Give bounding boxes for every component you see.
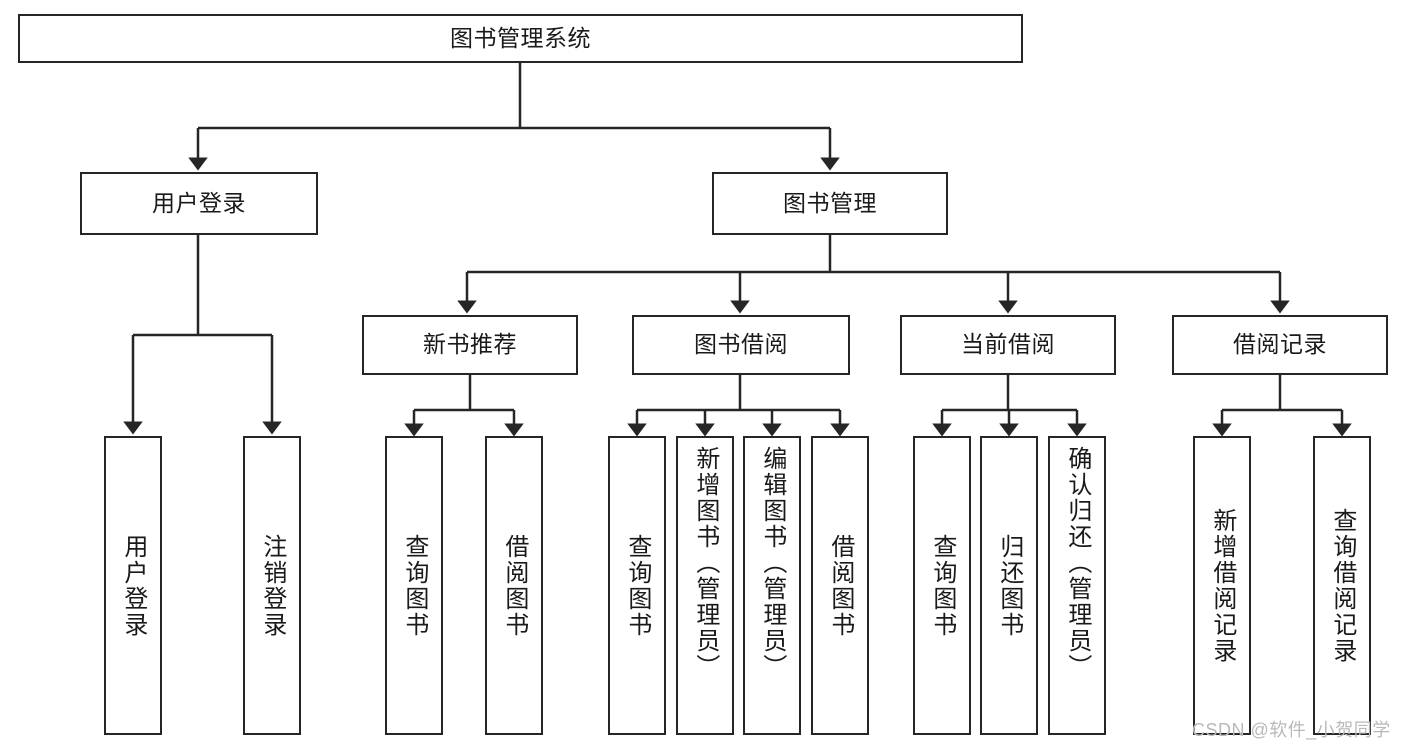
node-leaf-add-record-label: 新增借阅记录 <box>1208 507 1236 664</box>
node-leaf-query-book-3-label: 查询图书 <box>928 533 956 638</box>
node-new-book-recommend[interactable]: 新书推荐 <box>362 315 578 375</box>
node-leaf-borrow-book-1-label: 借阅图书 <box>500 533 528 638</box>
node-leaf-query-record[interactable]: 查询借阅记录 <box>1313 436 1371 735</box>
node-root-label: 图书管理系统 <box>450 24 591 51</box>
node-leaf-logout-label: 注销登录 <box>258 533 286 638</box>
node-leaf-user-login[interactable]: 用户登录 <box>104 436 162 735</box>
node-leaf-borrow-book-2-label: 借阅图书 <box>826 533 854 638</box>
node-new-book-recommend-label: 新书推荐 <box>423 331 517 358</box>
node-leaf-query-book-1-label: 查询图书 <box>400 533 428 638</box>
node-leaf-logout[interactable]: 注销登录 <box>243 436 301 735</box>
node-leaf-edit-book-label: 编辑图书（管理员） <box>758 446 786 680</box>
node-leaf-borrow-book-2[interactable]: 借阅图书 <box>811 436 869 735</box>
node-leaf-return-book-label: 归还图书 <box>995 533 1023 638</box>
node-leaf-borrow-book-1[interactable]: 借阅图书 <box>485 436 543 735</box>
node-borrow-record[interactable]: 借阅记录 <box>1172 315 1388 375</box>
node-leaf-query-book-3[interactable]: 查询图书 <box>913 436 971 735</box>
node-current-borrow[interactable]: 当前借阅 <box>900 315 1116 375</box>
node-borrow-record-label: 借阅记录 <box>1233 331 1327 358</box>
node-user-login[interactable]: 用户登录 <box>80 172 318 235</box>
node-leaf-query-book-1[interactable]: 查询图书 <box>385 436 443 735</box>
node-leaf-user-login-label: 用户登录 <box>119 533 147 638</box>
node-leaf-confirm-return[interactable]: 确认归还（管理员） <box>1048 436 1106 735</box>
node-leaf-return-book[interactable]: 归还图书 <box>980 436 1038 735</box>
node-leaf-add-book[interactable]: 新增图书（管理员） <box>676 436 734 735</box>
node-user-login-label: 用户登录 <box>152 189 246 216</box>
node-root[interactable]: 图书管理系统 <box>18 14 1023 63</box>
node-book-manage-label: 图书管理 <box>783 189 877 216</box>
node-leaf-add-record[interactable]: 新增借阅记录 <box>1193 436 1251 735</box>
node-current-borrow-label: 当前借阅 <box>961 331 1055 358</box>
node-leaf-query-record-label: 查询借阅记录 <box>1328 507 1356 664</box>
node-leaf-query-book-2-label: 查询图书 <box>623 533 651 638</box>
node-book-borrow[interactable]: 图书借阅 <box>632 315 850 375</box>
node-leaf-add-book-label: 新增图书（管理员） <box>691 446 719 680</box>
node-leaf-edit-book[interactable]: 编辑图书（管理员） <box>743 436 801 735</box>
node-book-borrow-label: 图书借阅 <box>694 331 788 358</box>
node-leaf-query-book-2[interactable]: 查询图书 <box>608 436 666 735</box>
node-book-manage[interactable]: 图书管理 <box>712 172 948 235</box>
node-leaf-confirm-return-label: 确认归还（管理员） <box>1063 446 1091 680</box>
csdn-watermark: CSDN @软件_小贺同学 <box>1192 720 1391 740</box>
